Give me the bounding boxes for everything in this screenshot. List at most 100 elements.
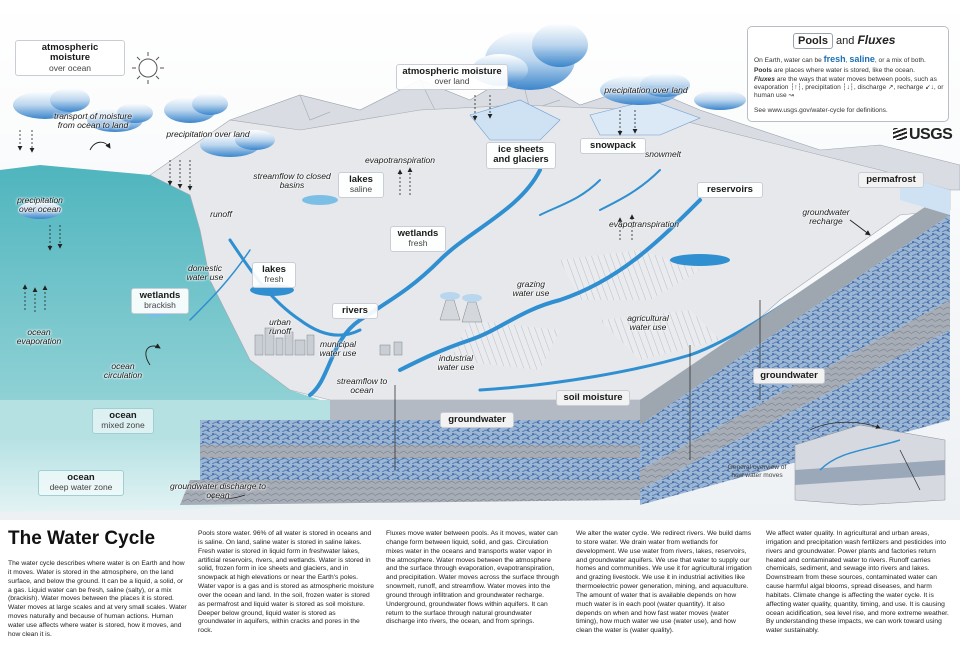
human-use-symbol-icon: ↝: [788, 92, 794, 100]
legend-text: recharge: [897, 84, 924, 92]
front-face-bottom: [180, 480, 640, 505]
pool-title: soil moisture: [563, 392, 623, 403]
cloud-land-left: [200, 130, 275, 157]
legend-line-3: Fluxes are the ways that water moves bet…: [754, 76, 944, 100]
front-face-aquifer: [200, 420, 640, 445]
legend-text: On Earth, water can be: [754, 57, 822, 64]
legend-pools-word: Pools: [793, 33, 833, 49]
legend-text: , or a mix of both.: [874, 57, 926, 64]
usgs-wordmark: USGS: [909, 126, 953, 143]
pool-atmospheric-moisture-ocean: atmospheric moisture over ocean: [15, 40, 125, 77]
pool-atmospheric-moisture-land: atmospheric moisture over land: [396, 64, 508, 90]
pool-soil-moisture: soil moisture: [556, 390, 630, 407]
pool-wetlands-fresh: wetlands fresh: [390, 226, 446, 252]
water-quality-paragraph: We affect water quality. In agricultural…: [766, 530, 949, 635]
pool-title: atmospheric moisture: [41, 42, 99, 64]
pools-paragraph: Pools store water. 96% of all water is s…: [198, 530, 374, 635]
flux-evapotranspiration-upper: evapotranspiration: [365, 155, 435, 165]
legend-line-5: See www.usgs.gov/water-cycle for definit…: [754, 107, 888, 114]
intro-paragraph: The water cycle describes where water is…: [8, 560, 187, 638]
legend-box: Pools and Fluxes On Earth, water can be …: [747, 26, 949, 122]
cloud-ocean-mid: [87, 103, 153, 132]
pool-title: groundwater: [760, 370, 818, 381]
pool-lakes-saline: lakes saline: [338, 172, 384, 198]
flux-agricultural: agricultural water use: [627, 313, 669, 333]
legend-saline: saline: [849, 54, 875, 64]
pool-title: wetlands: [139, 290, 181, 301]
evaporation-symbol-icon: ┆↑┆: [790, 84, 802, 92]
pool-title: permafrost: [866, 174, 916, 185]
pool-snowpack: snowpack: [580, 138, 646, 155]
pool-reservoirs: reservoirs: [697, 182, 763, 199]
legend-text: are the ways that water moves between po…: [754, 76, 937, 92]
right-face-rock: [640, 300, 950, 490]
pool-title: ocean: [67, 472, 95, 483]
pool-groundwater-right: groundwater: [753, 368, 825, 385]
legend-text: Fluxes: [754, 76, 775, 83]
pool-sub: over ocean: [48, 62, 92, 73]
precipitation-arrows: [17, 95, 638, 251]
pool-sub: over land: [434, 76, 470, 87]
pool-title: atmospheric moisture: [402, 66, 502, 77]
discharge-symbol-icon: ↗: [887, 84, 894, 92]
pool-title: ocean: [109, 410, 137, 421]
flux-transport: transport of moisture from ocean to land: [54, 111, 132, 131]
water-cycle-illustration: atmospheric moisture over ocean atmosphe…: [0, 0, 960, 520]
ocean-surface: [0, 165, 320, 400]
flux-precip-land-left: precipitation over land: [166, 129, 250, 139]
flux-snowmelt: snowmelt: [645, 149, 681, 159]
fluxes-paragraph: Fluxes move water between pools. As it m…: [386, 530, 559, 626]
legend-text: , or human use: [754, 84, 944, 100]
cloud-ocean-small: [18, 201, 62, 219]
pool-title: rivers: [342, 305, 368, 316]
flux-evapotranspiration-right: evapotranspiration: [609, 219, 679, 229]
pool-ocean-mixed-zone: ocean mixed zone: [92, 408, 154, 434]
flux-runoff: runoff: [210, 209, 232, 219]
usgs-wave-icon: [893, 128, 907, 140]
lake-saline: [302, 195, 338, 205]
pool-ocean-deep-zone: ocean deep water zone: [38, 470, 124, 496]
cloud-land-right: [600, 73, 690, 105]
pool-sub: fresh: [264, 274, 284, 285]
legend-line-1: On Earth, water can be fresh, saline, or…: [754, 54, 926, 64]
ice-sheet: [469, 99, 561, 141]
flux-urban-runoff: urban runoff: [269, 317, 291, 337]
flux-precip-ocean: precipitation over ocean: [17, 195, 63, 215]
pool-title: wetlands: [397, 228, 439, 239]
pool-wetlands-brackish: wetlands brackish: [131, 288, 189, 314]
flux-grazing: grazing water use: [512, 279, 550, 299]
pool-rivers: rivers: [332, 303, 378, 320]
pool-groundwater-front: groundwater: [440, 412, 514, 429]
flux-ocean-circ: ocean circulation: [103, 361, 143, 381]
flux-industrial: industrial water use: [437, 353, 475, 373]
legend-fresh: fresh: [823, 54, 846, 64]
usgs-logo: USGS: [893, 126, 953, 144]
pool-sub: fresh: [408, 238, 428, 249]
sun-icon: [132, 52, 164, 84]
legend-text: are places where water is stored, like t…: [773, 67, 915, 74]
pool-title: lakes: [262, 264, 286, 275]
pool-title: ice sheets and glaciers: [493, 144, 549, 166]
pool-sub: saline: [349, 184, 373, 195]
explanatory-text-panel: The Water Cycle The water cycle describe…: [0, 520, 960, 657]
city: [254, 327, 403, 356]
right-face-aquifer-2: [640, 330, 950, 505]
flux-gw-discharge: groundwater discharge to ocean: [170, 481, 266, 501]
evaporation-arrows: [22, 167, 635, 312]
flux-precip-land-right: precipitation over land: [604, 85, 688, 95]
pool-title: snowpack: [590, 140, 636, 151]
legend-header: Pools and Fluxes: [793, 33, 896, 49]
pool-title: reservoirs: [707, 184, 753, 195]
flux-streamflow-ocean: streamflow to ocean: [336, 376, 388, 396]
circulation-arrows: [89, 141, 871, 500]
flux-municipal: municipal water use: [319, 339, 357, 359]
recharge-symbol-icon: ↙↓: [925, 84, 934, 92]
inset-overview-diagram: [794, 421, 946, 506]
precipitation-symbol-icon: ┆↓┆: [842, 84, 854, 92]
pool-permafrost: permafrost: [858, 172, 924, 189]
legend-fluxes-word: Fluxes: [857, 33, 896, 47]
legend-line-2: Pools are places where water is stored, …: [754, 67, 944, 75]
pool-title: lakes: [349, 174, 373, 185]
right-face-soil: [640, 190, 950, 425]
front-face-soil: [330, 380, 690, 420]
